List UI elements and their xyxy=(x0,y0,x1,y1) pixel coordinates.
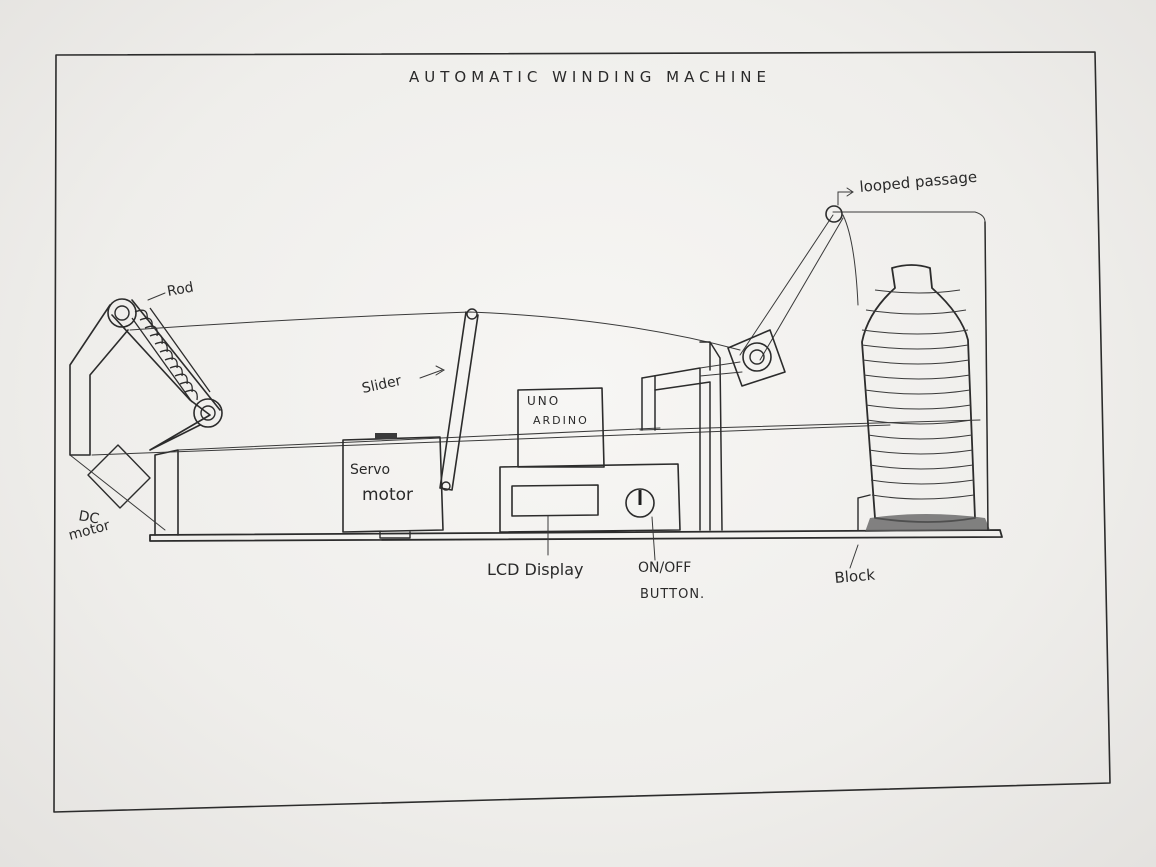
lcd-display xyxy=(512,485,598,555)
looped-passage xyxy=(826,188,853,222)
diagram-title: AUTOMATIC WINDING MACHINE xyxy=(409,68,771,86)
rod-label: Rod xyxy=(166,280,195,300)
looped-passage-label: looped passage xyxy=(859,168,978,196)
arduino-label-line2: ARDINO xyxy=(533,414,589,427)
left-support-post xyxy=(155,450,178,535)
slider-label: Slider xyxy=(361,373,404,397)
tension-pulley xyxy=(728,330,785,386)
rod-assembly xyxy=(70,293,222,455)
thread-spool xyxy=(862,265,975,522)
lcd-display-label: LCD Display xyxy=(487,560,583,579)
rod-spring xyxy=(132,308,210,402)
on-off-button xyxy=(626,489,655,560)
spool-block xyxy=(850,495,990,568)
thread-lines xyxy=(92,212,988,530)
guide-frame xyxy=(642,342,742,530)
servo-motor-label-line1: Servo xyxy=(350,462,390,478)
on-off-label-line2: BUTTON. xyxy=(640,587,705,602)
servo-motor-label-line2: motor xyxy=(362,485,413,505)
right-support-post xyxy=(985,222,988,530)
block-label: Block xyxy=(834,565,876,586)
slider-arm xyxy=(420,309,478,490)
on-off-label-line1: ON/OFF xyxy=(638,560,691,576)
dc-motor-label-line2: motor xyxy=(67,517,112,543)
arduino-label-line1: UNO xyxy=(527,394,560,408)
